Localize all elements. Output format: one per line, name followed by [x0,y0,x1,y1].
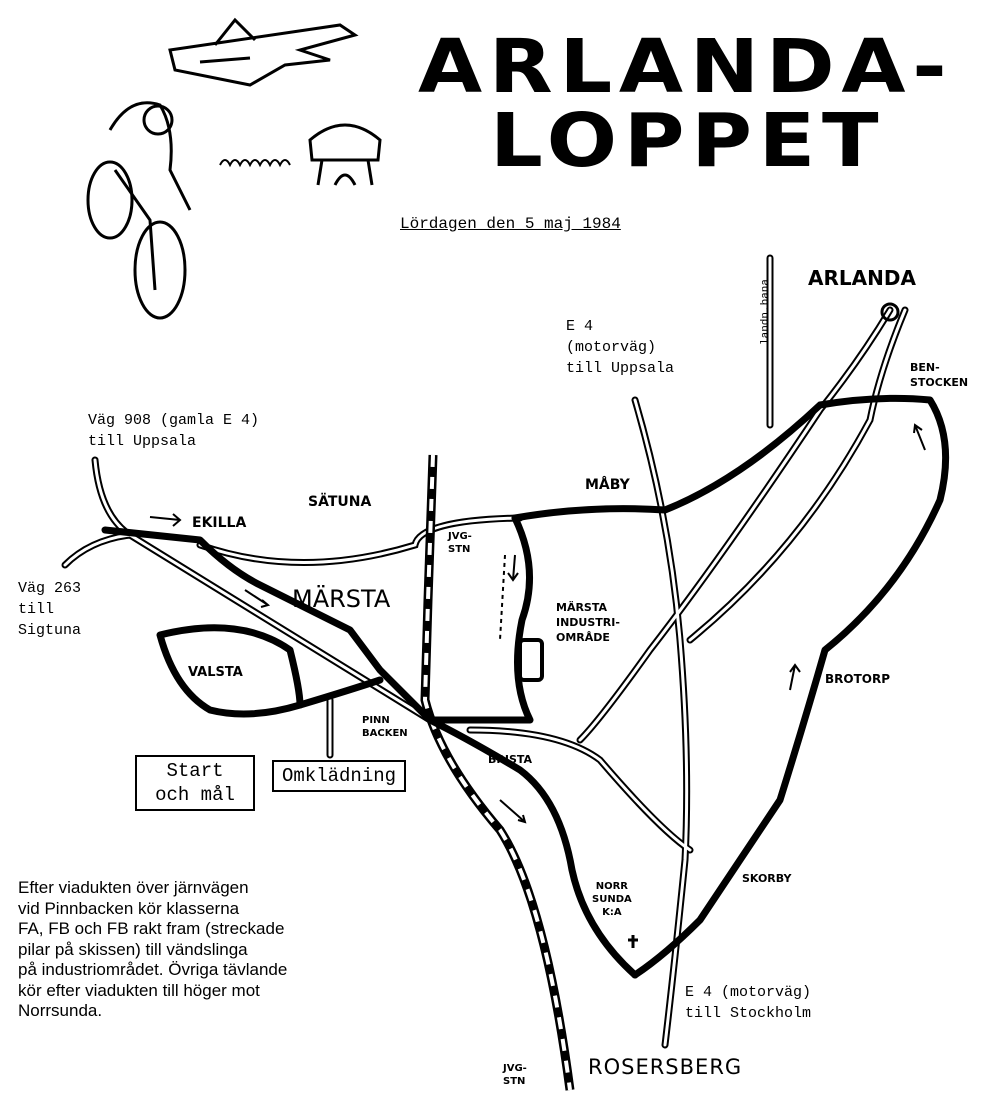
church-icon [628,935,638,948]
airplane-icon [168,17,359,87]
label-ekilla: EKILLA [192,515,247,531]
turnaround-loop [518,638,544,682]
label-vag908: Väg 908 (gamla E 4) till Uppsala [88,412,260,450]
label-rosersberg: ROSERSBERG [588,1055,743,1079]
railway [420,454,575,1091]
water-tower-icon [308,123,382,186]
label-vag263: Väg 263 till Sigtuna [18,580,82,639]
route-note: Efter viadukten över järnvägen vid Pinnb… [18,878,288,1020]
label-valsta: VALSTA [188,665,243,680]
race-route [101,394,950,979]
title-line2: LOPPET [490,98,886,184]
label-arlanda: ARLANDA [808,266,916,290]
label-jvg-stn-rosersberg: JVG- STN [503,1063,527,1087]
cyclist-icon [86,101,192,320]
label-brotorp: BROTORP [825,672,891,686]
grass-icon [219,159,291,168]
title-line1: ARLANDA- [418,24,954,110]
label-e4-south: E 4 (motorväg) till Stockholm [685,984,812,1022]
label-e4-north: E 4 (motorväg) till Uppsala [566,318,675,377]
label-industriomrade: MÄRSTA INDUSTRI- OMRÅDE [556,601,620,644]
event-date: Lördagen den 5 maj 1984 [400,215,621,233]
label-maby: MÅBY [585,477,630,493]
direction-arrows [149,423,926,824]
label-norrsunda: NORR SUNDA K:A [592,881,632,918]
label-pinnbacken: PINN BACKEN [362,715,408,739]
label-jvg-stn-marsta: JVG- STN [448,531,472,555]
start-finish-box: Start och mål [135,755,255,811]
changing-room-box: Omklädning [272,760,407,792]
label-marsta: MÄRSTA [292,585,391,613]
label-skorby: SKORBY [742,872,792,885]
label-landningsbana: landn.bana [760,278,772,345]
label-satuna: SÄTUNA [308,494,372,510]
label-benstocken: BEN- STOCKEN [910,361,969,389]
label-brista: BRISTA [488,753,533,766]
